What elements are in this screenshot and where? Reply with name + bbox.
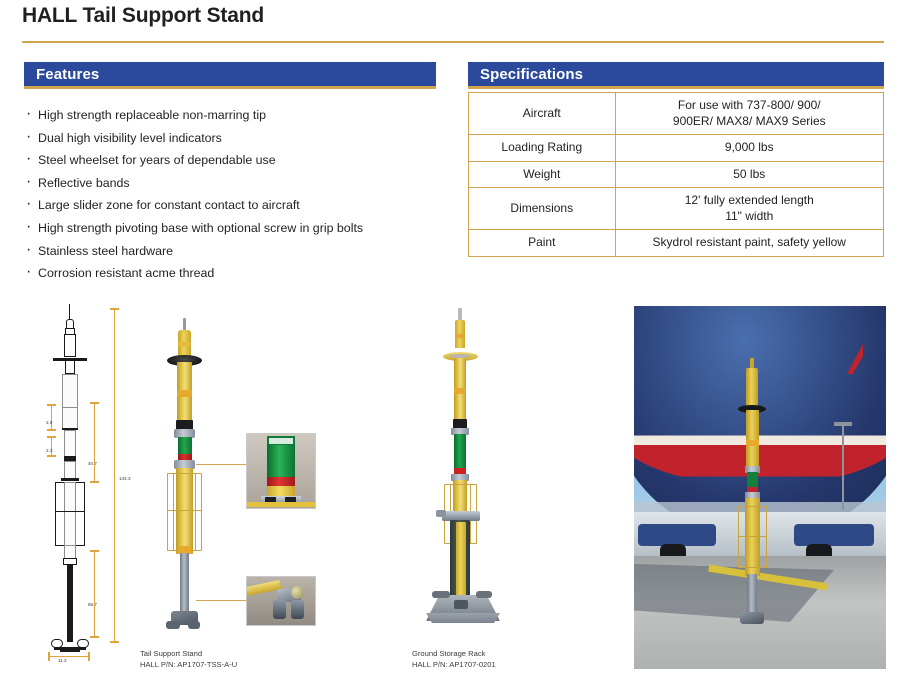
list-item: High strength replaceable non-marring ti…	[24, 103, 444, 127]
table-row: Weight 50 lbs	[468, 160, 885, 188]
features-panel-header: Features	[24, 62, 436, 89]
aircraft-application-photo	[634, 306, 886, 669]
title-divider	[22, 41, 884, 43]
page-title: HALL Tail Support Stand	[22, 4, 264, 27]
level-indicator-detail-callout	[246, 433, 316, 509]
dimension-lower-section: 86.7	[88, 602, 97, 607]
list-item: High strength pivoting base with optiona…	[24, 216, 444, 240]
spec-label: Aircraft	[468, 92, 616, 135]
table-row: Paint Skydrol resistant paint, safety ye…	[468, 229, 885, 257]
stand-caption-line2: HALL P/N: AP1707-TSS-A-U	[140, 660, 238, 669]
features-heading: Features	[36, 66, 100, 83]
technical-drawing: 144.3 40.7 86.7 2.9 2.3 11.2	[26, 302, 156, 674]
list-item: Large slider zone for constant contact t…	[24, 193, 444, 217]
list-item: Stainless steel hardware	[24, 239, 444, 263]
specifications-panel-header: Specifications	[468, 62, 884, 89]
spec-value: Skydrol resistant paint, safety yellow	[614, 229, 885, 257]
pivoting-base-detail-callout	[246, 576, 316, 626]
spec-value: 9,000 lbs	[614, 134, 885, 162]
specifications-heading: Specifications	[480, 66, 584, 83]
dimension-slider-upper: 2.9	[46, 420, 53, 425]
specifications-table: Aircraft For use with 737-800/ 900/900ER…	[468, 92, 885, 257]
list-item: Steel wheelset for years of dependable u…	[24, 148, 444, 172]
spec-label: Paint	[468, 229, 616, 257]
rack-caption-line2: HALL P/N: AP1707-0201	[412, 660, 496, 669]
table-row: Loading Rating 9,000 lbs	[468, 134, 885, 162]
stand-caption-line1: Tail Support Stand	[140, 649, 203, 658]
features-list: High strength replaceable non-marring ti…	[24, 103, 444, 285]
list-item: Reflective bands	[24, 171, 444, 195]
tail-support-stand-figure	[155, 318, 215, 648]
ground-storage-rack-figure	[418, 308, 508, 644]
spec-value: 50 lbs	[614, 160, 885, 188]
table-row: Aircraft For use with 737-800/ 900/900ER…	[468, 92, 885, 135]
rack-caption-line1: Ground Storage Rack	[412, 649, 486, 658]
list-item: Corrosion resistant acme thread	[24, 261, 444, 285]
spec-label: Loading Rating	[468, 134, 616, 162]
spec-label: Dimensions	[468, 187, 616, 230]
spec-value: For use with 737-800/ 900/900ER/ MAX8/ M…	[614, 92, 885, 135]
dimension-base-width: 11.2	[58, 658, 67, 663]
spec-label: Weight	[468, 160, 616, 188]
dimension-overall-length: 144.3	[118, 476, 132, 481]
dimension-upper-section: 40.7	[88, 461, 97, 466]
list-item: Dual high visibility level indicators	[24, 126, 444, 150]
dimension-slider-lower: 2.3	[46, 448, 53, 453]
figures-strip: 144.3 40.7 86.7 2.9 2.3 11.2	[0, 300, 900, 675]
